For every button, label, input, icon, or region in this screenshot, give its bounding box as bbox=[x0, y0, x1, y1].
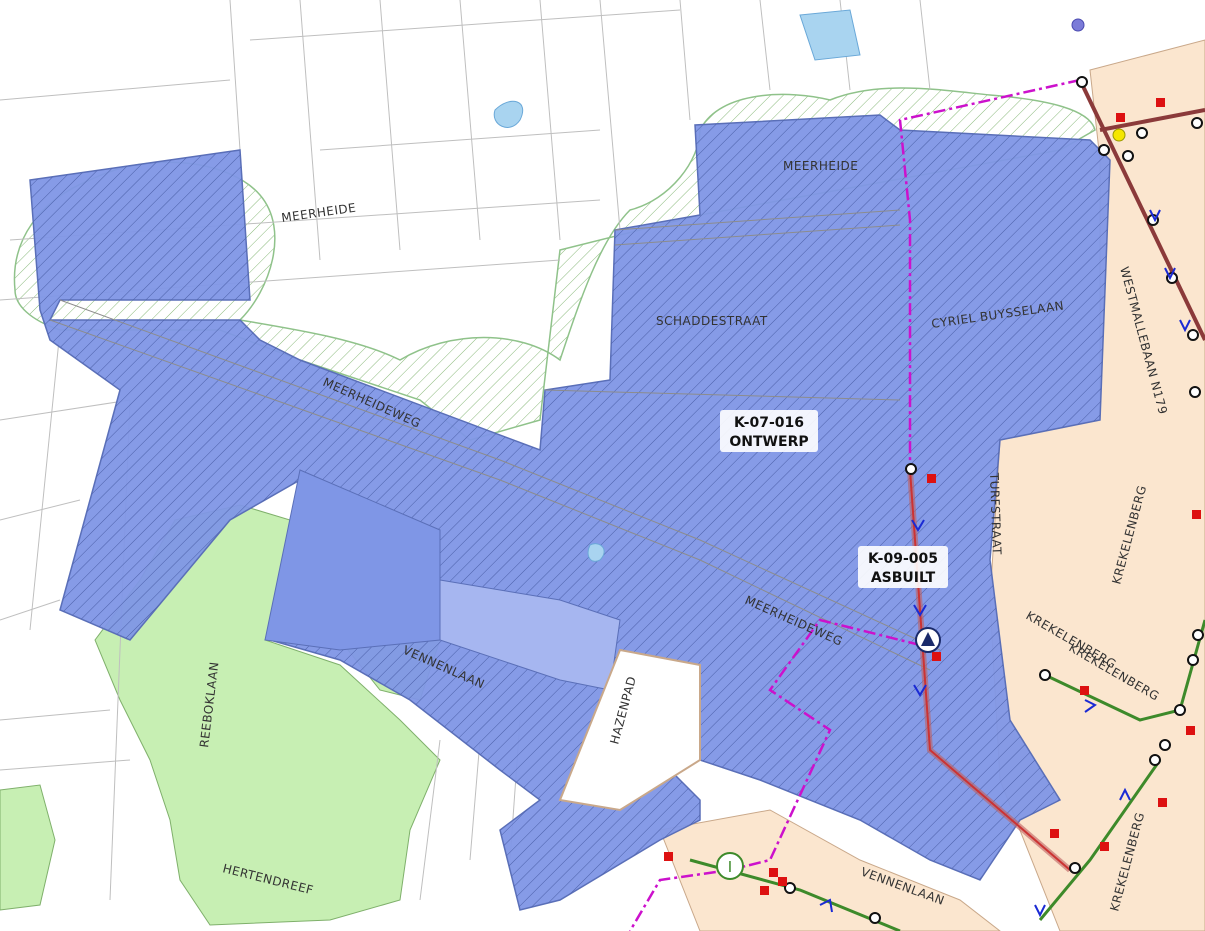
parcel-lines bbox=[0, 0, 931, 901]
project-boundary bbox=[628, 78, 1081, 931]
water-bodies bbox=[493, 9, 861, 562]
project-label-k09005[interactable]: K-09-005 ASBUILT bbox=[858, 546, 948, 588]
inspection-marker bbox=[664, 98, 1201, 895]
pump-station-icon[interactable] bbox=[915, 627, 941, 653]
point-marker-icon bbox=[1071, 18, 1085, 32]
project-code: K-09-005 bbox=[868, 551, 938, 567]
project-label-k07016[interactable]: K-07-016 ONTWERP bbox=[720, 410, 818, 452]
project-code: K-07-016 bbox=[734, 415, 804, 431]
junction-icon bbox=[1112, 128, 1126, 142]
street-label-schaddestraat: SCHADDESTRAAT bbox=[656, 314, 768, 328]
street-label-meerheide: MEERHEIDE bbox=[783, 159, 858, 173]
project-status: ONTWERP bbox=[729, 434, 808, 450]
sewer-pipes bbox=[689, 79, 1205, 931]
project-status: ASBUILT bbox=[871, 570, 936, 586]
project-block-light bbox=[264, 469, 621, 691]
info-marker-icon[interactable]: I bbox=[716, 852, 744, 880]
flow-arrow-icon bbox=[819, 209, 1191, 918]
info-marker-letter: I bbox=[728, 858, 732, 876]
manhole-icon bbox=[784, 76, 1204, 924]
hazenpad-plot bbox=[558, 648, 701, 812]
road-lines bbox=[49, 209, 941, 671]
street-label-turfstraat: TURFSTRAAT bbox=[987, 472, 1004, 556]
